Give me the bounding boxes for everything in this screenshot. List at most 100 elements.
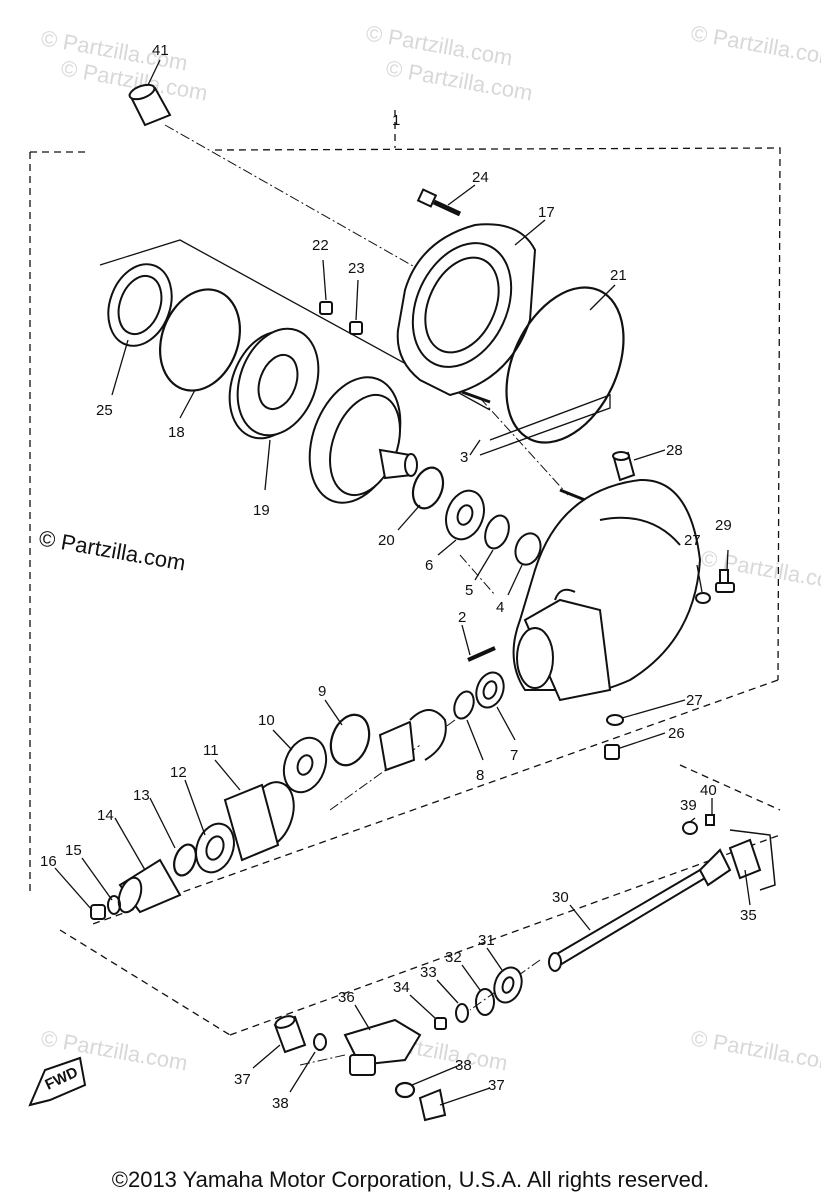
- callout: 28: [666, 442, 683, 459]
- part-27-washer-lower: [606, 714, 624, 726]
- callout: 1: [392, 112, 400, 129]
- callout: 4: [496, 599, 504, 616]
- part-27-washer: [695, 592, 711, 604]
- watermarks: © Partzilla.com © Partzilla.com © Partzi…: [37, 20, 821, 1075]
- callout: 32: [445, 949, 462, 966]
- ring-gear: [308, 376, 418, 504]
- callout: 25: [96, 402, 113, 419]
- part-25-seal: [107, 263, 173, 347]
- part-21-o-ring: [505, 286, 625, 444]
- callout: 20: [378, 532, 395, 549]
- part-19-bearing: [228, 327, 320, 440]
- part-34-nut: [434, 1017, 447, 1030]
- watermark: © Partzilla.com: [384, 55, 534, 105]
- subassembly-frame: [99, 239, 611, 456]
- callout: 35: [740, 907, 757, 924]
- part-38-washer: [313, 1033, 327, 1051]
- part-16-nut: [90, 904, 106, 920]
- part-6-bearing: [445, 489, 485, 541]
- part-2-stud: [467, 646, 496, 662]
- leader-lines: [54, 59, 751, 1106]
- drive-pinion: [378, 709, 447, 772]
- callout: 9: [318, 683, 326, 700]
- part-37-bushing-lower: [418, 1088, 447, 1122]
- callout: 38: [455, 1057, 472, 1074]
- part-9-o-ring: [329, 713, 371, 767]
- callout: 39: [680, 797, 697, 814]
- watermark: © Partzilla.com: [689, 1025, 821, 1075]
- callout: 13: [133, 787, 150, 804]
- callout: 3: [460, 449, 468, 466]
- part-35-spline: [728, 838, 762, 880]
- callout: 15: [65, 842, 82, 859]
- part-28-breather: [612, 451, 636, 482]
- part-20-shim: [411, 466, 445, 510]
- part-11-bearing-housing: [223, 781, 295, 862]
- part-30-drive-shaft: [548, 848, 732, 972]
- part-22-nut: [319, 301, 333, 315]
- callout: 8: [476, 767, 484, 784]
- part-7-bearing: [475, 671, 505, 709]
- copyright-footer: ©2013 Yamaha Motor Corporation, U.S.A. A…: [111, 1167, 710, 1192]
- callout: 22: [312, 237, 329, 254]
- callout: 38: [272, 1095, 289, 1112]
- callout: 2: [458, 609, 466, 626]
- part-24-bolt: [416, 188, 462, 217]
- callout: 34: [393, 979, 410, 996]
- part-33-clip: [455, 1003, 469, 1023]
- callout: 36: [338, 989, 355, 1006]
- part-40-bolt: [705, 814, 715, 826]
- exploded-parts-diagram: © Partzilla.com © Partzilla.com © Partzi…: [28, 20, 821, 1122]
- callout: 10: [258, 712, 275, 729]
- callout: 27: [684, 532, 701, 549]
- callout: 19: [253, 502, 270, 519]
- part-31-bearing: [493, 966, 523, 1004]
- part-36-universal-joint: [343, 1018, 422, 1076]
- part-38-washer-lower: [394, 1081, 416, 1099]
- part-10-bearing: [282, 736, 328, 794]
- callout: 30: [552, 889, 569, 906]
- part-13-washer: [173, 843, 197, 877]
- callout: 5: [465, 582, 473, 599]
- callout: 27: [686, 692, 703, 709]
- callout: 29: [715, 517, 732, 534]
- fwd-arrow: FWD: [28, 1056, 87, 1107]
- part-26-plug: [604, 744, 620, 760]
- part-23-nut: [349, 321, 363, 335]
- callout: 17: [538, 204, 555, 221]
- part-4-spacer: [514, 532, 542, 566]
- part-3-stud: [461, 390, 591, 504]
- part-15-washer: [107, 895, 121, 915]
- callout: 33: [420, 964, 437, 981]
- part-5-collar: [484, 514, 510, 550]
- part-39-washer: [682, 821, 698, 835]
- callout: 16: [40, 853, 57, 870]
- part-41-bushing: [128, 83, 172, 127]
- callout: 37: [234, 1071, 251, 1088]
- callout: 26: [668, 725, 685, 742]
- watermark: © Partzilla.com: [689, 20, 821, 70]
- watermark-strong: © Partzilla.com: [37, 525, 187, 575]
- callout: 37: [488, 1077, 505, 1094]
- callout: 14: [97, 807, 114, 824]
- callouts: 41 1 24 17 22 23 21 25 18 19 3 28 20 6 5…: [40, 42, 757, 1112]
- final-drive-housing: [512, 478, 702, 702]
- part-29-bolt: [715, 569, 735, 593]
- callout: 24: [472, 169, 489, 186]
- callout: 12: [170, 764, 187, 781]
- part-37-bushing: [273, 1015, 307, 1054]
- callout: 41: [152, 42, 169, 59]
- bracket: [729, 829, 776, 891]
- callout: 6: [425, 557, 433, 574]
- callout: 11: [203, 742, 219, 759]
- part-32-washer: [475, 988, 495, 1016]
- part-14-coupling: [117, 858, 182, 914]
- callout: 23: [348, 260, 365, 277]
- part-17-gear-cover: [396, 223, 537, 397]
- callout: 40: [700, 782, 717, 799]
- part-8-collar: [453, 690, 475, 720]
- callout: 7: [510, 747, 518, 764]
- callout: 21: [610, 267, 627, 284]
- callout: 31: [478, 932, 495, 949]
- part-18-o-ring: [159, 288, 241, 392]
